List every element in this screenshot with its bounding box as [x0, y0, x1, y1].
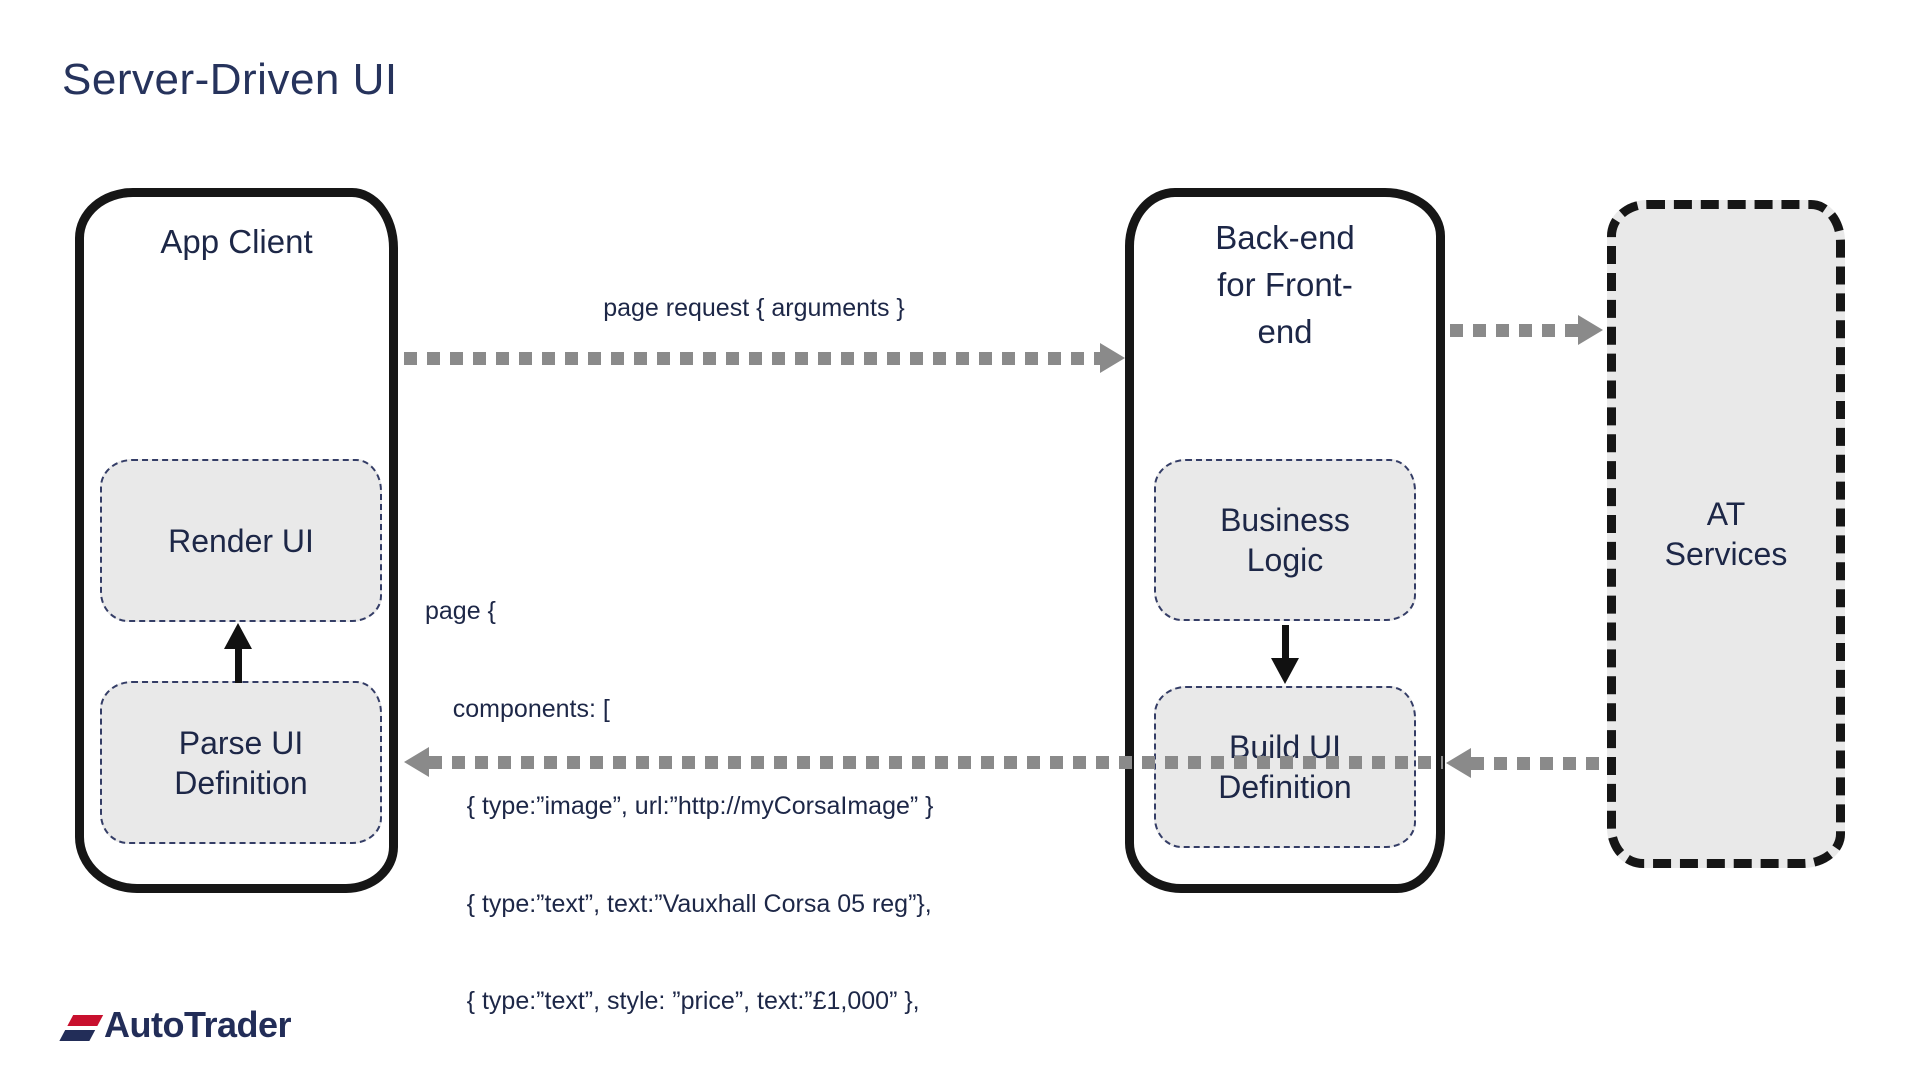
app-client-title: App Client	[160, 223, 313, 260]
backend-for-frontend-title: Back-end for Front-end	[1215, 219, 1355, 350]
arrowhead-left	[1446, 748, 1471, 778]
page-request-label: page request { arguments }	[603, 294, 905, 322]
at-services-label: AT Services	[1664, 496, 1788, 572]
logo-navy-stripe	[59, 1029, 96, 1041]
arrow-up-shaft	[235, 646, 242, 683]
render-ui-box: Render UI	[100, 459, 382, 622]
page-title: Server-Driven UI	[62, 55, 398, 104]
arrowhead-right	[1100, 343, 1125, 373]
dotted-line	[404, 352, 1102, 365]
dotted-line	[429, 756, 1443, 769]
autotrader-logo-icon	[51, 1014, 105, 1042]
code-line: { type:”image”, url:”http://myCorsaImage…	[425, 792, 934, 820]
arrow-down-head	[1271, 658, 1299, 684]
ui-definition-code: page { components: [ { type:”image”, url…	[425, 530, 934, 1080]
business-logic-label: Business Logic	[1220, 502, 1350, 578]
render-ui-label: Render UI	[168, 522, 314, 559]
at-services-box: AT Services	[1607, 200, 1845, 868]
parse-ui-definition-label: Parse UI Definition	[174, 724, 308, 801]
arrowhead-right	[1578, 315, 1603, 345]
dotted-line	[1471, 757, 1606, 770]
dotted-line	[1450, 324, 1580, 337]
parse-ui-definition-box: Parse UI Definition	[100, 681, 382, 844]
autotrader-logo-text: AutoTrader	[104, 1004, 292, 1045]
arrow-up-head	[224, 623, 252, 649]
code-line: page {	[425, 597, 496, 625]
code-line: { type:”text”, style: ”price”, text:”£1,…	[425, 987, 920, 1015]
code-line: components: [	[425, 694, 610, 723]
arrowhead-left	[404, 747, 429, 777]
logo-red-stripe	[67, 1014, 104, 1026]
arrow-down-shaft	[1282, 625, 1289, 660]
business-logic-box: Business Logic	[1154, 459, 1416, 621]
code-line: { type:”text”, text:”Vauxhall Corsa 05 r…	[425, 889, 932, 918]
autotrader-logo: AutoTrader	[58, 1004, 292, 1046]
